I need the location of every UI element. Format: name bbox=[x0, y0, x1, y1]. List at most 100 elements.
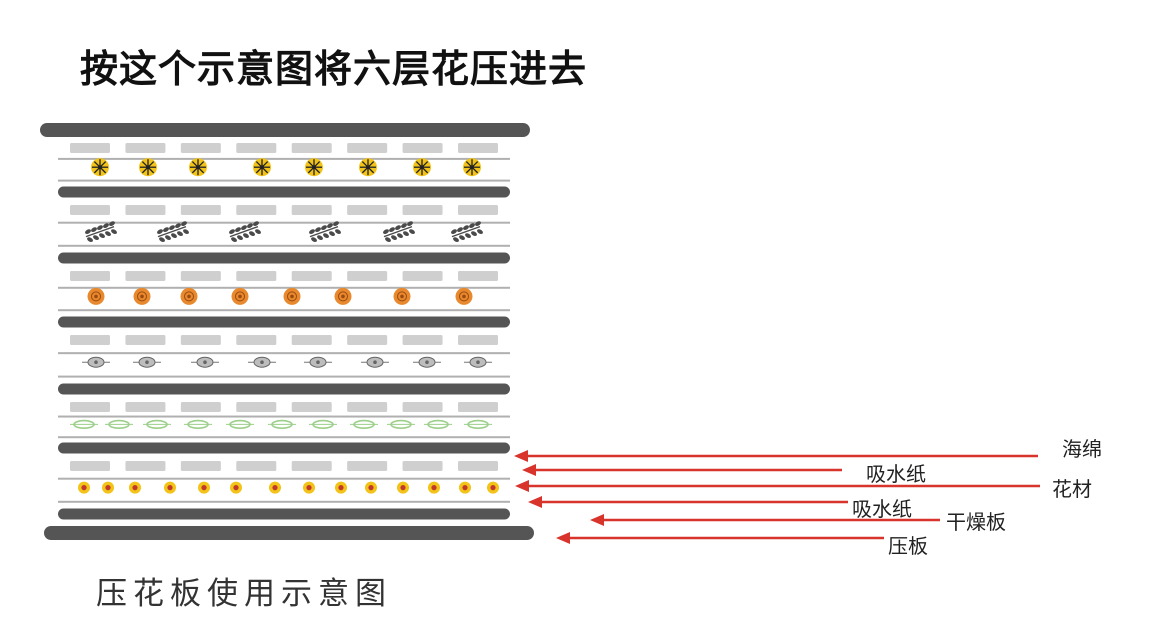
sponge-block bbox=[125, 271, 166, 281]
sponge-block bbox=[458, 143, 498, 153]
orange-flower-icon bbox=[87, 287, 105, 305]
sponge-block bbox=[402, 271, 443, 281]
sponge-block bbox=[458, 205, 498, 215]
label-dry-board: 干燥板 bbox=[946, 510, 1006, 534]
sponge-block bbox=[291, 205, 332, 215]
green-leaf-icon bbox=[184, 419, 212, 429]
green-leaf-icon bbox=[350, 419, 378, 429]
star-flower-icon bbox=[463, 158, 481, 177]
paper-line bbox=[58, 221, 510, 224]
orange-flower-icon bbox=[393, 287, 411, 305]
small-flower-icon bbox=[459, 481, 471, 494]
paper-line bbox=[58, 352, 510, 355]
label-paper-bottom: 吸水纸 bbox=[852, 497, 912, 521]
press-layers bbox=[40, 123, 534, 540]
orange-flower-icon bbox=[283, 287, 301, 305]
green-leaf-icon bbox=[424, 419, 452, 429]
small-flower-icon bbox=[428, 481, 440, 494]
sponge-block bbox=[180, 143, 221, 153]
dry-board-3 bbox=[58, 316, 510, 328]
sponge-block bbox=[236, 205, 277, 215]
press-board-bottom bbox=[44, 526, 534, 540]
star-flower-icon bbox=[305, 158, 323, 177]
sponge-block bbox=[291, 335, 332, 345]
orange-flower-icon bbox=[334, 287, 352, 305]
star-flower-icon bbox=[253, 158, 271, 177]
dry-board-5 bbox=[58, 442, 510, 454]
sponge-block bbox=[291, 271, 332, 281]
small-flower-icon bbox=[102, 481, 114, 494]
small-flower-icon bbox=[198, 481, 210, 494]
sponge-block bbox=[180, 335, 221, 345]
star-flower-icon bbox=[91, 158, 109, 177]
sponge-block bbox=[180, 271, 221, 281]
small-flower-icon bbox=[303, 481, 315, 494]
seed-pod-icon bbox=[304, 356, 332, 368]
dry-board-6 bbox=[58, 508, 510, 520]
arrow-paper-top bbox=[522, 464, 842, 476]
dry-board-1 bbox=[58, 186, 510, 198]
diagram-caption: 压花板使用示意图 bbox=[96, 576, 392, 612]
star-flower-icon bbox=[359, 158, 377, 177]
leaf-sprig-icon bbox=[383, 221, 415, 242]
sponge-block bbox=[347, 205, 388, 215]
sponge-block bbox=[458, 335, 498, 345]
sponge-block bbox=[347, 402, 388, 412]
sponge-block bbox=[291, 402, 332, 412]
star-flower-icon bbox=[189, 158, 207, 177]
sponge-block bbox=[125, 402, 166, 412]
leaf-sprig-icon bbox=[157, 221, 189, 242]
sponge-block bbox=[70, 402, 110, 412]
sponge-block bbox=[402, 205, 443, 215]
paper-line bbox=[58, 436, 510, 439]
sponge-block bbox=[70, 205, 110, 215]
paper-line bbox=[58, 500, 510, 503]
label-sponge: 海绵 bbox=[1062, 437, 1102, 461]
small-flower-icon bbox=[129, 481, 141, 494]
sponge-block bbox=[125, 335, 166, 345]
paper-line bbox=[58, 179, 510, 182]
star-flower-icon bbox=[139, 158, 157, 177]
orange-flower-icon bbox=[231, 287, 249, 305]
sponge-block bbox=[402, 335, 443, 345]
star-flower-icon bbox=[413, 158, 431, 177]
arrow-paper-bottom bbox=[528, 496, 848, 508]
sponge-block bbox=[291, 143, 332, 153]
green-leaf-icon bbox=[268, 419, 296, 429]
page-title: 按这个示意图将六层花压进去 bbox=[80, 47, 588, 91]
sponge-block bbox=[402, 143, 443, 153]
sponge-block bbox=[458, 461, 498, 471]
small-flower-icon bbox=[335, 481, 347, 494]
sponge-block bbox=[402, 402, 443, 412]
sponge-block bbox=[125, 461, 166, 471]
green-leaf-icon bbox=[143, 419, 171, 429]
sponge-block bbox=[236, 143, 277, 153]
sponge-block bbox=[458, 271, 498, 281]
green-leaf-icon bbox=[387, 419, 415, 429]
sponge-block bbox=[125, 143, 166, 153]
paper-line bbox=[58, 415, 510, 418]
green-leaf-icon bbox=[105, 419, 133, 429]
sponge-block bbox=[70, 143, 110, 153]
seed-pod-icon bbox=[191, 356, 219, 368]
dry-board-4 bbox=[58, 383, 510, 395]
green-leaf-icon bbox=[309, 419, 337, 429]
small-flower-icon bbox=[78, 481, 90, 494]
orange-flower-icon bbox=[180, 287, 198, 305]
paper-line bbox=[58, 375, 510, 378]
leaf-sprig-icon bbox=[229, 221, 261, 242]
sponge-block bbox=[347, 143, 388, 153]
sponge-block bbox=[402, 461, 443, 471]
small-flower-icon bbox=[269, 481, 281, 494]
sponge-block bbox=[125, 205, 166, 215]
seed-pod-icon bbox=[361, 356, 389, 368]
leaf-sprig-icon bbox=[85, 221, 117, 242]
sponge-block bbox=[70, 271, 110, 281]
small-flower-icon bbox=[397, 481, 409, 494]
seed-pod-icon bbox=[413, 356, 441, 368]
sponge-block bbox=[180, 402, 221, 412]
arrow-press-board bbox=[556, 532, 884, 544]
orange-flower-icon bbox=[133, 287, 151, 305]
leaf-sprig-icon bbox=[451, 221, 483, 242]
